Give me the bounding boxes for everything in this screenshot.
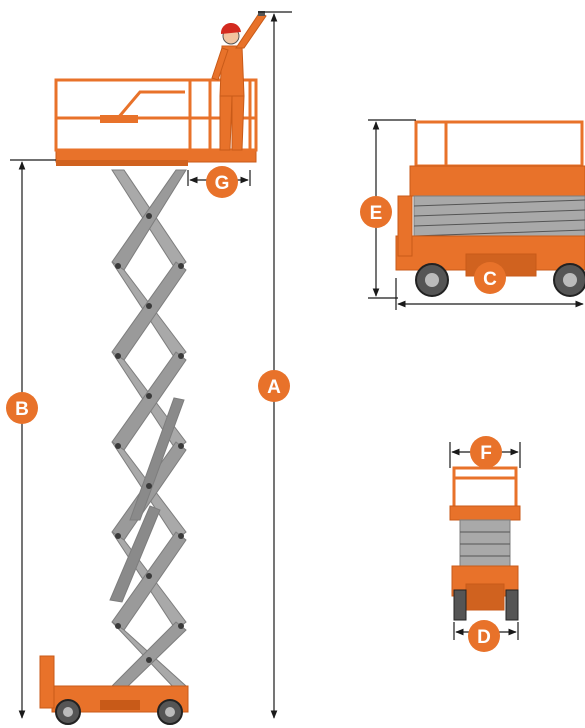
worker-figure [211,11,267,151]
svg-text:E: E [370,203,383,224]
scissor-pins [115,213,184,663]
scissor-arms [109,169,187,691]
label-badge-f: F [470,436,502,468]
svg-text:D: D [477,627,491,648]
stowed-scissors [413,195,585,239]
label-badge-c: C [474,262,506,294]
svg-text:B: B [15,399,29,420]
side-view-lift [39,11,267,725]
label-badge-d: D [468,620,500,652]
svg-text:F: F [480,443,492,464]
label-badge-e: E [360,196,392,228]
svg-text:G: G [215,173,230,194]
end-view [449,466,521,621]
svg-text:C: C [483,269,497,290]
side-chassis [39,655,189,725]
label-badge-b: B [6,392,38,424]
label-badge-a: A [258,370,290,402]
dimension-lines-side [10,11,292,719]
label-badge-g: G [206,166,238,198]
svg-text:A: A [267,377,281,398]
